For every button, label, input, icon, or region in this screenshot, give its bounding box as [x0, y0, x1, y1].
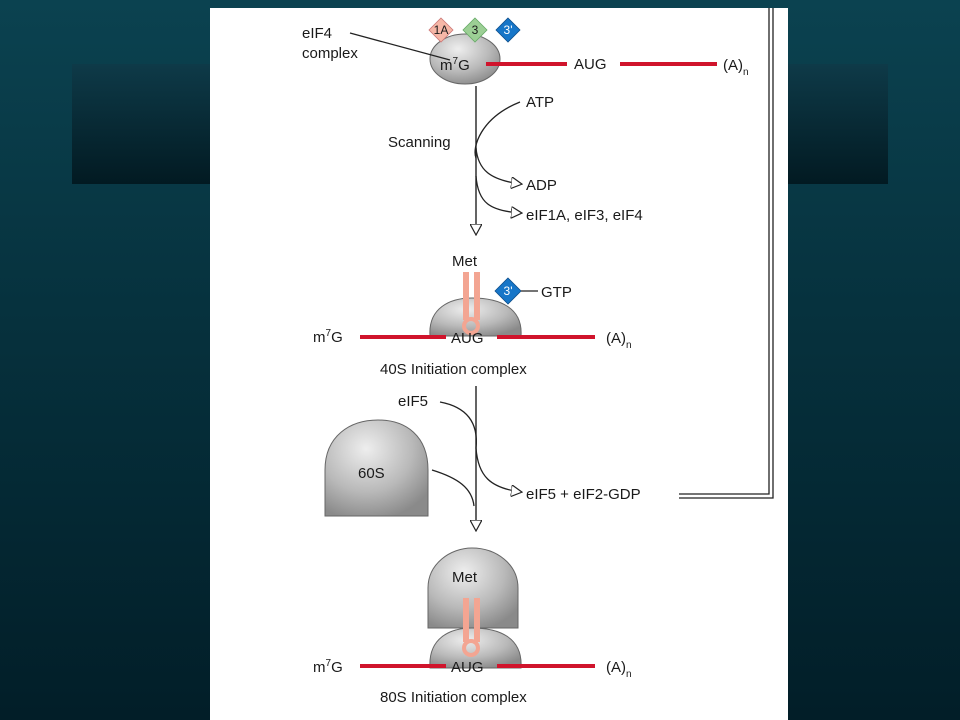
factor-3-label: 3 [472, 23, 479, 37]
diamond-factor-1A: 1A [428, 17, 454, 43]
cap-label-40s: m7G [313, 328, 343, 346]
atp-input-curve [474, 101, 521, 159]
released-factors-curve [475, 175, 521, 213]
small-subunit-80s [429, 627, 522, 669]
subunit-60s-label: 60S [358, 465, 385, 482]
scanning-label: Scanning [388, 134, 451, 151]
small-subunit-40s [429, 33, 501, 85]
polya-label-40s: (A)n [606, 330, 632, 351]
large-subunit-80s [427, 547, 519, 629]
released-factors-label: eIF1A, eIF3, eIF4 [526, 207, 643, 224]
recycle-line-inner [679, 8, 774, 499]
factor-1A-label: 1A [434, 23, 449, 37]
trna-met-40s [462, 272, 480, 335]
top-scanning-complex: 1A 3 3' eIF4 complex m7G AUG (A)n [302, 17, 749, 85]
cap-label-80s: m7G [313, 658, 343, 676]
initiation-complex-40s: Met 3' GTP m7G AUG (A)n 40S Initiation c… [313, 253, 632, 378]
codon-label-40s: AUG [451, 330, 484, 347]
eif4-label-line1: eIF4 [302, 25, 332, 42]
trna-met-80s [462, 598, 480, 657]
scanning-step: Scanning ATP ADP eIF1A, eIF3, eIF4 [388, 86, 643, 234]
subunit-60s-input-curve [431, 469, 475, 507]
initiation-complex-80s: Met m7G AUG (A)n 80S Initiation complex [313, 547, 632, 706]
caption-80s: 80S Initiation complex [380, 689, 527, 706]
polya-label-top: (A)n [723, 57, 749, 78]
recycle-line-outer [679, 8, 770, 495]
diamond-factor-3prime-40s: 3' [494, 277, 522, 305]
codon-label-80s: AUG [451, 659, 484, 676]
diamond-factor-3prime: 3' [495, 17, 521, 43]
adp-output-curve [475, 147, 521, 184]
met-label-40s: Met [452, 253, 478, 270]
eif4-label-line2: complex [302, 45, 358, 62]
gtp-label: GTP [541, 284, 572, 301]
adp-label: ADP [526, 177, 557, 194]
polya-label-80s: (A)n [606, 659, 632, 680]
diamond-factor-3: 3 [462, 17, 488, 43]
eif4-pointer-line [349, 32, 451, 61]
joining-step: eIF5 60S eIF5 + eIF2-GDP [324, 8, 774, 530]
cap-label-top: m7G [440, 56, 470, 74]
eif5-output-curve [475, 447, 521, 492]
translation-initiation-figure: 1A 3 3' eIF4 complex m7G AUG (A)n Scanni… [210, 8, 788, 720]
large-subunit-60s [324, 419, 429, 517]
caption-40s: 40S Initiation complex [380, 361, 527, 378]
met-label-80s: Met [452, 569, 478, 586]
eif5-label: eIF5 [398, 393, 428, 410]
atp-label: ATP [526, 94, 554, 111]
eif5-eif2-gdp-label: eIF5 + eIF2-GDP [526, 486, 641, 503]
factor-3prime-label: 3' [504, 23, 513, 37]
factor-3prime-40s-label: 3' [504, 284, 513, 298]
diagram-svg: 1A 3 3' eIF4 complex m7G AUG (A)n Scanni… [302, 8, 774, 706]
eif5-input-curve [439, 401, 477, 449]
codon-label-top: AUG [574, 56, 607, 73]
